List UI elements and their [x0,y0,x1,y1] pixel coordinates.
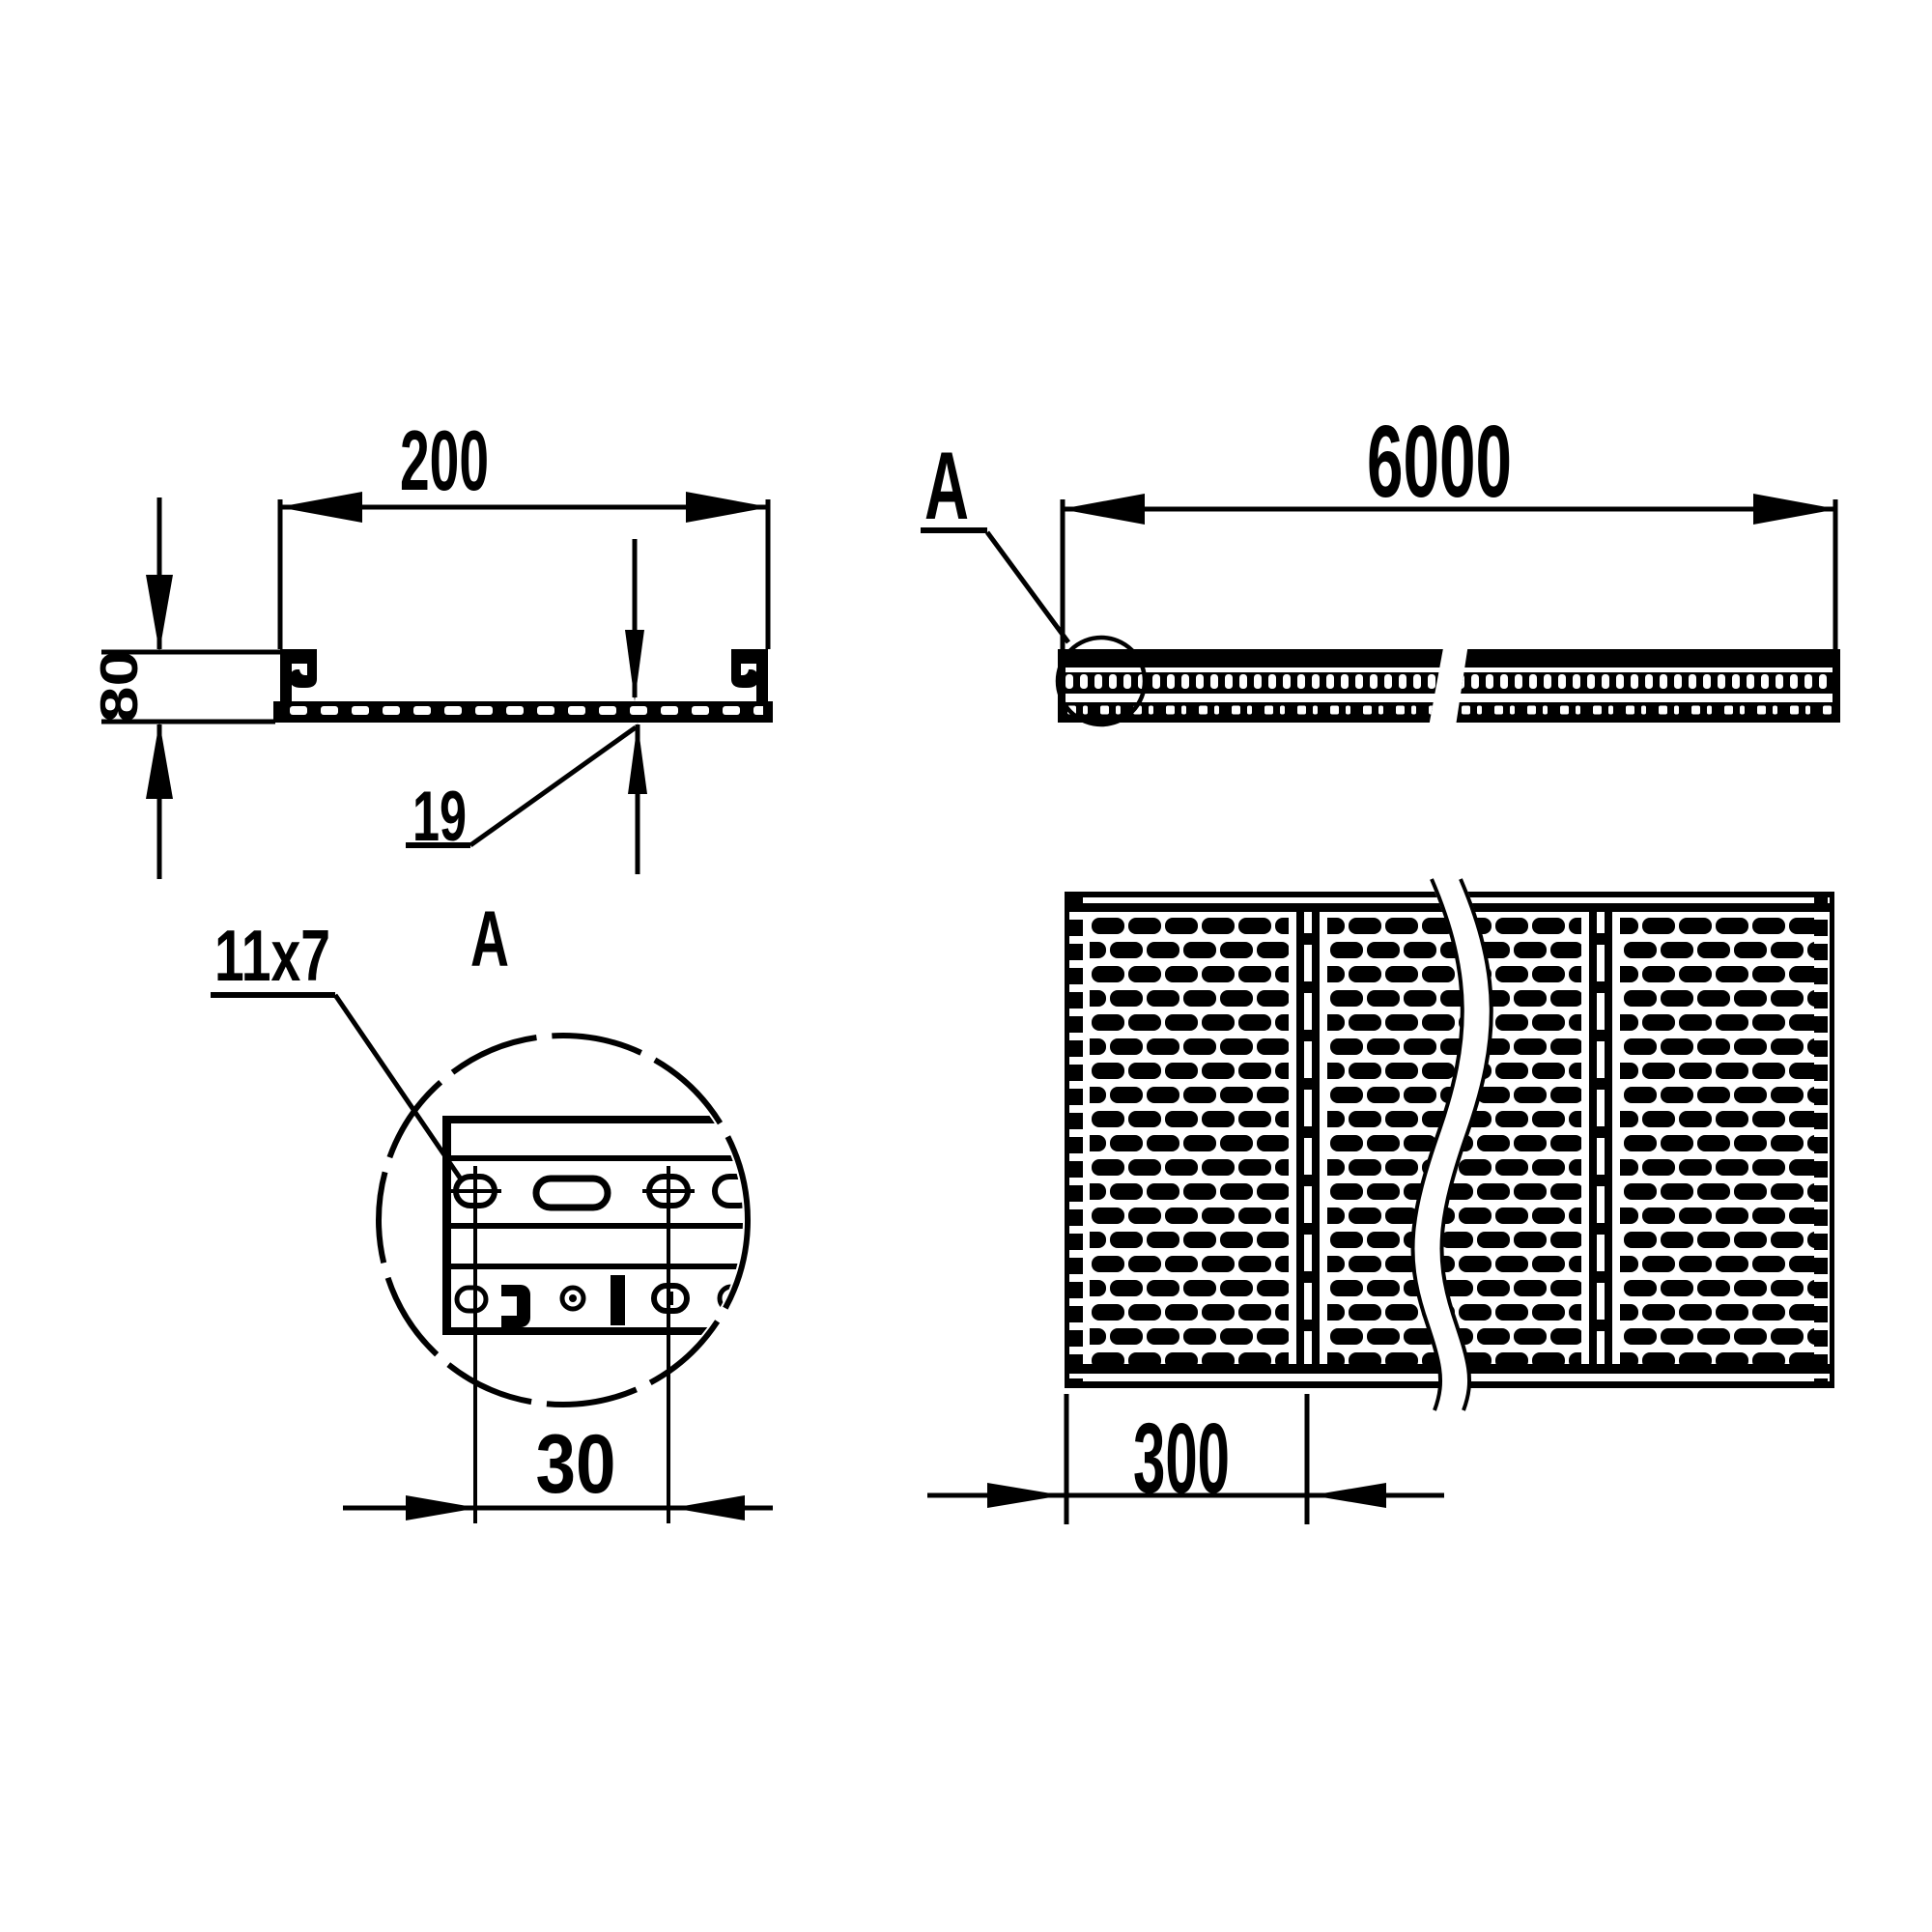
small-circle-dot [569,1294,577,1302]
break-band [1411,872,1492,1416]
arrow-up [628,723,647,794]
dim-200: 200 [277,412,771,649]
side-bottom-dashes [1058,705,1445,715]
hole-size-label: 11x7 [211,915,465,1182]
plan-left-edge [1065,892,1069,1388]
flange-perforation-dashes [290,706,763,715]
plan-left-marks [1069,897,1083,1382]
side-left-cap [1058,649,1065,723]
side-mid-line [1455,689,1840,694]
panel-line [442,1223,743,1229]
plan-break [1410,872,1493,1416]
perforation-module [1090,916,1289,1364]
side-slot-holes [1455,672,1840,689]
separator-bar [1296,912,1304,1364]
dim-19: 19 [406,539,647,874]
detail-panel [442,1116,743,1335]
dim-30-label: 30 [536,1418,616,1511]
arrow-right [686,492,770,523]
dim-19-label: 19 [412,778,467,856]
dim-200-label: 200 [400,412,489,508]
dim-300-label: 300 [1133,1403,1230,1514]
panel-line [442,1264,743,1269]
side-view: 6000 A [921,405,1840,727]
clamp-shape [501,1285,530,1327]
plan-right-marks [1814,897,1828,1382]
arrow-left [278,492,362,523]
arrow-right [1753,494,1837,525]
hole-size-text: 11x7 [214,915,330,996]
detail-callout-circle [1055,635,1148,727]
arrow-right [406,1495,478,1520]
small-slot [454,1285,489,1314]
side-top-band [1455,649,1840,668]
detail-callout-label: A [924,432,969,539]
arrow-left [672,1495,745,1520]
side-view-left-segment [1058,649,1445,723]
dim-6000-label: 6000 [1367,405,1512,519]
detail-callout: A [921,432,1148,727]
plan-view: 300 [927,872,1834,1524]
side-view-right-segment [1455,649,1840,723]
arrow-down [625,630,644,701]
separator-bar [1589,912,1597,1364]
tray-right-side [731,649,768,703]
side-slot-holes [1058,672,1445,689]
separator-ticks [1597,912,1605,1364]
small-slot-tick [668,1292,673,1305]
cross-section-view: 200 80 19 [89,412,773,879]
detail-boundary-circle [376,1033,751,1407]
panel-line [442,1155,743,1161]
dim-6000: 6000 [1060,405,1838,649]
leader-line [332,993,465,1182]
perforation-module [1620,916,1814,1364]
cross-hole-partial [712,1174,743,1208]
dim-80: 80 [89,497,290,879]
tray-right-hook [731,649,768,688]
side-mid-line [1058,689,1445,694]
arrow-right [987,1483,1063,1508]
separator-bar [1605,912,1612,1364]
break-edge-left [1410,878,1464,1411]
dim-300: 300 [927,1394,1444,1524]
tray-profile [273,649,773,723]
arrow-left [1311,1483,1386,1508]
separator-bar [1312,912,1320,1364]
side-bottom-dashes [1455,705,1840,715]
panel-left-edge [442,1116,451,1335]
arrow-left [1061,494,1145,525]
leader-line [469,724,638,848]
dim-80-label: 80 [89,650,149,723]
arrow-down [146,575,173,652]
leader-line [984,530,1071,644]
detail-title: A [470,895,509,983]
tray-left-hook [280,649,317,688]
black-bar [611,1275,625,1325]
dim-30: 30 [343,1418,773,1520]
side-top-band [1058,649,1445,668]
detail-a-view: A 11x [211,895,773,1523]
break-edge-right [1439,878,1493,1411]
side-right-cap [1833,649,1840,723]
slot-hole [532,1175,611,1211]
arrow-up [146,722,173,799]
plan-separators [1296,912,1612,1364]
panel-line [442,1116,743,1123]
plan-right-edge [1830,892,1834,1388]
separator-ticks [1304,912,1312,1364]
panel-line [442,1327,743,1335]
